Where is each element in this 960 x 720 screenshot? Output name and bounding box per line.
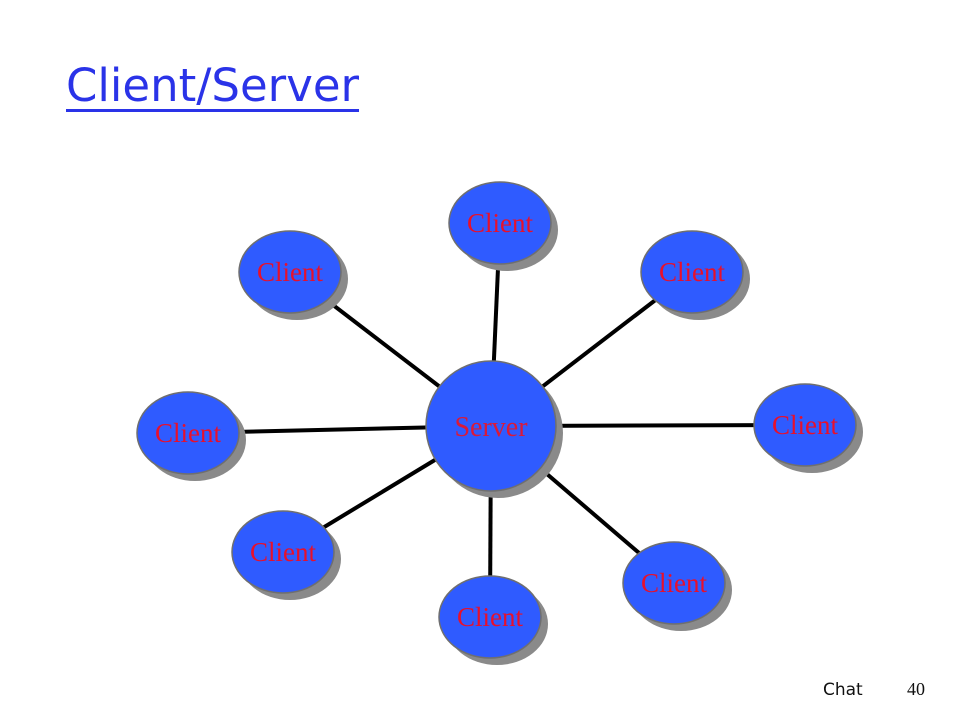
client-node-ellipse [238,230,342,314]
client-node-7: Client [622,541,732,631]
client-node-ellipse [448,181,552,265]
client-node-ellipse [136,391,240,475]
client-node-2: Client [238,230,348,320]
page-number: 40 [907,679,925,699]
client-node-5: Client [753,383,863,473]
client-label: Client [250,537,316,567]
client-label: Client [457,602,523,632]
footer-label: Chat [823,680,863,700]
server-node: Server [425,360,563,498]
client-label: Client [467,208,533,238]
client-label: Client [659,257,725,287]
client-node-4: Client [136,391,246,481]
client-label: Client [772,410,838,440]
server-node-ellipse [425,360,557,492]
client-node-3: Client [640,230,750,320]
server-label: Server [454,412,528,443]
client-node-1: Client [448,181,558,271]
client-node-ellipse [438,575,542,659]
client-label: Client [155,418,221,448]
client-node-ellipse [640,230,744,314]
client-label: Client [257,257,323,287]
client-node-ellipse [231,510,335,594]
client-node-8: Client [438,575,548,665]
client-node-ellipse [753,383,857,467]
client-node-ellipse [622,541,726,625]
client-node-6: Client [231,510,341,600]
slide-title: Client/Server [66,59,360,112]
client-label: Client [641,568,707,598]
